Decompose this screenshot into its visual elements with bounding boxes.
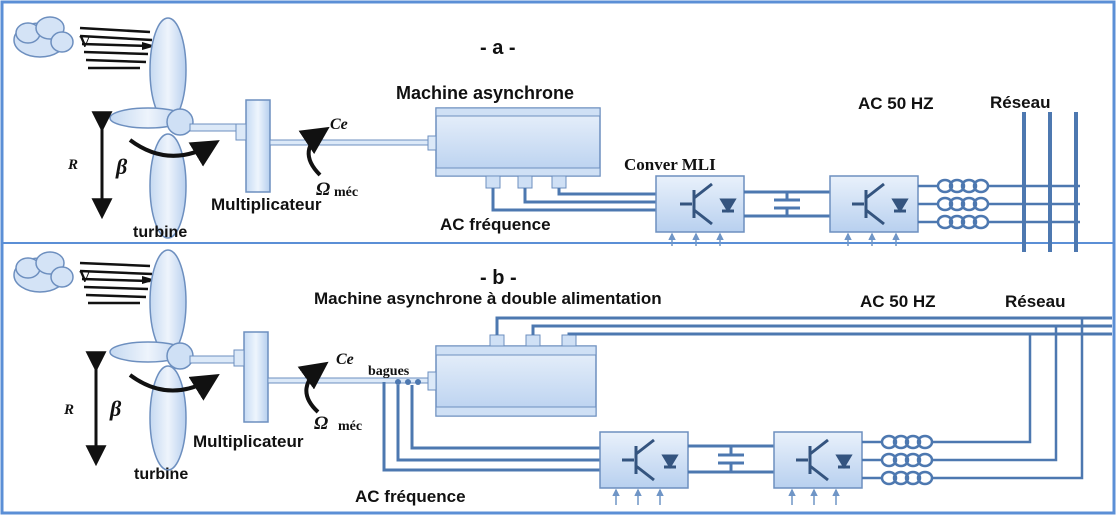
turbine-blade-bottom [149, 365, 187, 471]
panel-a-tag: - a - [480, 37, 516, 59]
machine-shaft-end [427, 135, 437, 151]
slow-shaft [189, 355, 237, 364]
machine-body [435, 107, 601, 177]
machine-bottom-rim [435, 406, 597, 417]
igbt-icon [680, 182, 737, 226]
turbine-blade-top [149, 17, 187, 123]
slip-rings [395, 379, 421, 385]
igbt-icon [796, 438, 853, 482]
turbine-blade-top [149, 249, 187, 355]
pitch-arrow [128, 373, 220, 401]
wind-speed-label: V [79, 269, 91, 286]
fast-shaft [269, 139, 431, 146]
machine-top-rim [435, 345, 597, 356]
grid-label: Réseau [1005, 292, 1066, 311]
machine-bottom-rim [435, 167, 601, 177]
torque-label: Ce [336, 351, 354, 368]
cloud-icon [13, 16, 74, 58]
igbt-icon [622, 438, 679, 482]
gearbox-label: Multiplicateur [211, 195, 322, 214]
turbine-blade-bottom [149, 133, 187, 239]
speed-symbol: Ω [316, 179, 331, 200]
wind-speed-label: V [79, 34, 91, 51]
machine-top-rim [435, 107, 601, 117]
pitch-label: β [110, 396, 122, 421]
converter-label: Conver MLI [624, 155, 716, 174]
slip-rings-label: bagues [368, 364, 410, 379]
grid-frequency-label: AC 50 HZ [860, 292, 936, 311]
turbine-label: turbine [133, 224, 188, 241]
gearbox-flange [233, 349, 245, 367]
pitch-label: β [116, 154, 128, 179]
dc-link [744, 190, 830, 218]
gearbox-block [243, 331, 269, 423]
control-signal-arrows [668, 232, 900, 246]
pitch-arrow [128, 138, 220, 167]
converter-rotor-side [599, 431, 689, 489]
control-signal-arrows [612, 488, 840, 505]
gearbox-flange [235, 123, 247, 141]
gearbox-label: Multiplicateur [193, 432, 304, 451]
torque-label: Ce [330, 116, 348, 133]
dfig-body [435, 345, 597, 417]
turbine-nose [166, 342, 194, 370]
grid-frequency-label: AC 50 HZ [858, 94, 934, 113]
machine-terminals [485, 175, 567, 189]
filter-coils [862, 318, 1084, 486]
wind-lines-icon [79, 26, 156, 70]
ac-frequency-label: AC fréquence [355, 487, 466, 506]
speed-subscript: méc [334, 185, 359, 200]
turbine-label: turbine [134, 466, 189, 483]
stator-lines [495, 316, 1112, 336]
turbine-nose [166, 108, 194, 136]
torque-arrow [298, 126, 330, 177]
machine-terminals [489, 334, 577, 347]
speed-symbol: Ω [314, 413, 329, 434]
panel-b-tag: - b - [480, 267, 517, 289]
radius-label: R [68, 157, 79, 173]
stator-lines [491, 188, 656, 212]
ac-frequency-label: AC fréquence [440, 215, 551, 234]
filter-coils [918, 178, 1080, 230]
torque-arrow [297, 361, 329, 414]
machine-label: Machine asynchrone à double alimentation [314, 289, 662, 308]
machine-shaft-end [427, 371, 437, 391]
dc-link [688, 444, 774, 474]
panel-a-graphics [13, 16, 1080, 252]
panel-b-graphics [13, 249, 1112, 505]
grid-busbars [1022, 112, 1078, 252]
igbt-icon [852, 182, 909, 226]
gearbox-block [245, 99, 271, 193]
cloud-icon [13, 251, 74, 293]
speed-subscript: méc [338, 419, 363, 434]
wind-lines-icon [79, 261, 156, 305]
rotor-lines [382, 382, 600, 472]
machine-label: Machine asynchrone [396, 83, 575, 103]
radius-label: R [64, 402, 75, 418]
grid-label: Réseau [990, 93, 1051, 112]
